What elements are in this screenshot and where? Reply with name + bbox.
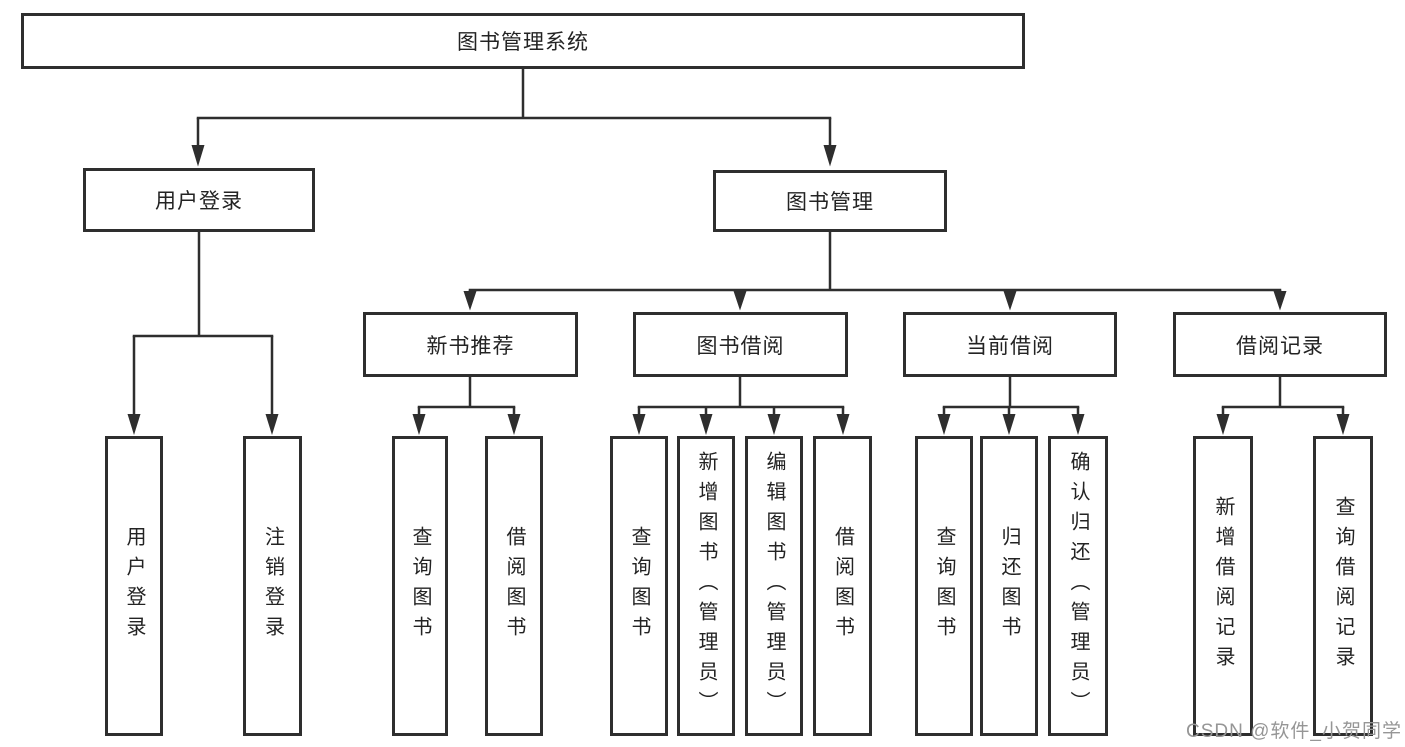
leaf-confirm-return-admin: 确认归还（管理员） — [1048, 436, 1108, 736]
node-book-management: 图书管理 — [713, 170, 947, 232]
csdn-watermark: CSDN @软件_小贺同学 — [1186, 721, 1402, 742]
node-book-borrowing: 图书借阅 — [633, 312, 848, 377]
leaf-query-borrow-record-label: 查询借阅记录 — [1332, 496, 1354, 676]
leaf-query-books-borrowing-label: 查询图书 — [628, 526, 650, 646]
node-current-borrowing: 当前借阅 — [903, 312, 1117, 377]
leaf-query-borrow-record: 查询借阅记录 — [1313, 436, 1373, 736]
leaf-borrow-books: 借阅图书 — [813, 436, 872, 736]
node-borrowing-records-label: 借阅记录 — [1236, 334, 1324, 358]
leaf-borrow-books-recommend-label: 借阅图书 — [503, 526, 525, 646]
leaf-borrow-books-recommend: 借阅图书 — [485, 436, 543, 736]
leaf-query-books-current-label: 查询图书 — [933, 526, 955, 646]
node-borrowing-records: 借阅记录 — [1173, 312, 1387, 377]
leaf-add-books-admin: 新增图书（管理员） — [677, 436, 735, 736]
leaf-add-books-admin-label: 新增图书（管理员） — [695, 451, 717, 721]
leaf-confirm-return-admin-label: 确认归还（管理员） — [1067, 451, 1089, 721]
leaf-query-books-borrowing: 查询图书 — [610, 436, 668, 736]
leaf-query-books-recommend-label: 查询图书 — [409, 526, 431, 646]
leaf-query-books-recommend: 查询图书 — [392, 436, 448, 736]
leaf-edit-books-admin: 编辑图书（管理员） — [745, 436, 803, 736]
node-root-system-label: 图书管理系统 — [457, 31, 589, 54]
node-user-login-label: 用户登录 — [155, 190, 243, 213]
arrowheads — [127, 145, 1350, 435]
leaf-add-borrow-record-label: 新增借阅记录 — [1212, 496, 1234, 676]
node-new-book-recommend-label: 新书推荐 — [426, 334, 515, 358]
leaf-logout: 注销登录 — [243, 436, 302, 736]
leaf-query-books-current: 查询图书 — [915, 436, 973, 736]
leaf-return-books-label: 归还图书 — [998, 526, 1020, 646]
node-book-borrowing-label: 图书借阅 — [696, 334, 785, 358]
leaf-user-login-label: 用户登录 — [123, 526, 145, 646]
node-new-book-recommend: 新书推荐 — [363, 312, 578, 377]
leaf-edit-books-admin-label: 编辑图书（管理员） — [763, 451, 785, 721]
node-user-login: 用户登录 — [83, 168, 315, 232]
leaf-borrow-books-label: 借阅图书 — [831, 526, 854, 646]
leaf-add-borrow-record: 新增借阅记录 — [1193, 436, 1253, 736]
leaf-logout-label: 注销登录 — [261, 526, 284, 646]
node-book-management-label: 图书管理 — [786, 191, 874, 214]
node-current-borrowing-label: 当前借阅 — [966, 334, 1054, 358]
leaf-user-login: 用户登录 — [105, 436, 163, 736]
node-root-system: 图书管理系统 — [21, 13, 1025, 69]
leaf-return-books: 归还图书 — [980, 436, 1038, 736]
